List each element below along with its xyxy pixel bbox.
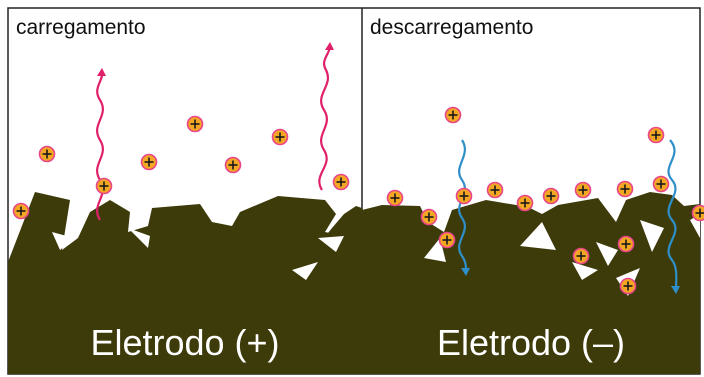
ion-plus-icon — [95, 177, 113, 195]
arrow-head-icon — [461, 268, 470, 276]
wavy-arrow-up-icon — [318, 45, 332, 191]
ion-plus-icon — [271, 128, 289, 146]
ion-plus-icon — [574, 181, 592, 199]
right-panel-title: descarregamento — [370, 16, 534, 39]
arrow-head-icon — [97, 68, 106, 76]
wave-arrow-heads — [97, 42, 680, 294]
ion-plus-icon — [444, 106, 462, 124]
ion-plus-icon — [486, 181, 504, 199]
positive-electrode — [8, 192, 362, 374]
wavy-arrow-down-icon — [458, 139, 468, 273]
ion-plus-icon — [619, 277, 637, 295]
ion-plus-icon — [140, 153, 158, 171]
ion-plus-icon — [386, 189, 404, 207]
left-panel-title: carregamento — [16, 16, 146, 39]
charge-wave-arrows — [96, 45, 332, 221]
ion-plus-icon — [617, 235, 635, 253]
ion-plus-icon — [186, 115, 204, 133]
ion-plus-icon — [691, 204, 704, 222]
left-electrode-label: Eletrodo (+) — [90, 322, 280, 363]
ion-plus-icon — [652, 175, 670, 193]
wavy-arrow-up-icon — [96, 71, 104, 221]
ion-plus-icon — [12, 202, 30, 220]
ion-plus-icon — [542, 187, 560, 205]
ion-plus-icon — [332, 173, 350, 191]
ion-plus-icon — [420, 208, 438, 226]
ion-plus-icon — [224, 156, 242, 174]
discharge-wave-arrows — [458, 139, 678, 291]
ion-plus-icon — [455, 187, 473, 205]
arrow-head-icon — [671, 286, 680, 294]
ion-plus-icon — [572, 247, 590, 265]
ion-plus-icon — [647, 126, 665, 144]
arrow-head-icon — [325, 42, 334, 50]
ion-plus-icon — [38, 145, 56, 163]
ion-plus-icon — [516, 194, 534, 212]
left-pores — [52, 228, 344, 280]
ion-plus-icon — [438, 231, 456, 249]
right-electrode-label: Eletrodo (–) — [436, 322, 626, 363]
ion-plus-icon — [616, 180, 634, 198]
ion-group — [12, 106, 704, 295]
wavy-arrow-down-icon — [667, 139, 678, 291]
